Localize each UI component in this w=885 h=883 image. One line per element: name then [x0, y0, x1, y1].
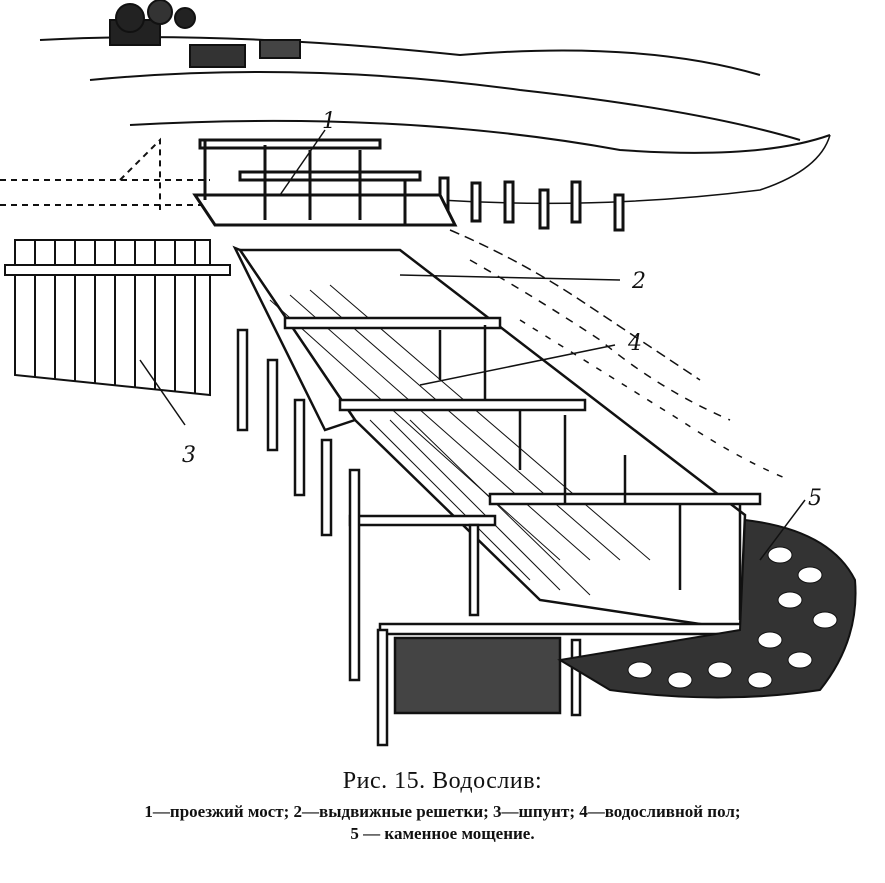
callout-lines: [139, 129, 806, 561]
bridge: [192, 138, 458, 227]
landscape: [0, 0, 831, 210]
figure-caption: Рис. 15. Водослив: 1—проезжий мост; 2—вы…: [0, 768, 885, 845]
label-4: 4: [627, 331, 642, 356]
stone-paving: [557, 518, 857, 699]
label-5: 5: [808, 486, 822, 511]
caption-title: Рис. 15. Водослив:: [342, 768, 543, 794]
label-1: 1: [322, 109, 336, 134]
sheet-piling: [4, 239, 231, 397]
caption-legend-line-2: 5 — каменное мощение.: [350, 824, 535, 843]
caption-legend: 1—проезжий мост; 2—выдвижные решетки; 3—…: [0, 801, 885, 845]
water-surface: [439, 134, 831, 481]
label-3: 3: [182, 443, 196, 468]
piles: [236, 328, 582, 747]
water-stakes: [438, 176, 625, 232]
weir-illustration: 1 2 3 4 5: [0, 0, 857, 747]
label-2: 2: [631, 269, 646, 294]
caption-legend-line-1: 1—проезжий мост; 2—выдвижные решетки; 3—…: [144, 802, 741, 821]
